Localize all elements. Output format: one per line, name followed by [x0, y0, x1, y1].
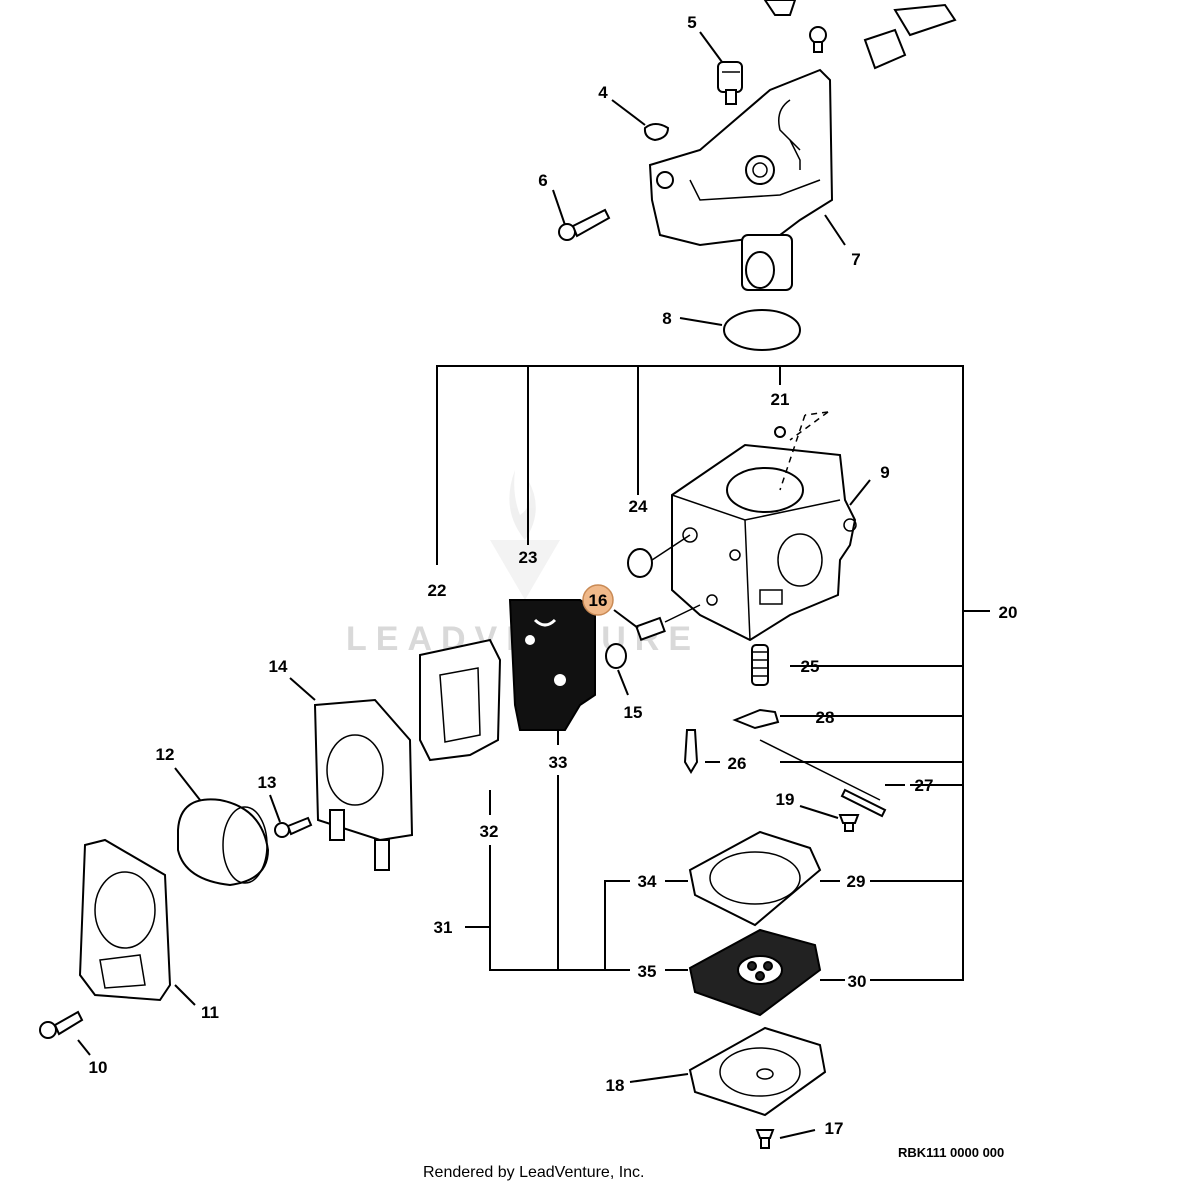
diaphragm-part-30: [688, 928, 822, 1017]
bracket-part-11: [78, 838, 172, 1002]
screw-part-6: [558, 208, 611, 241]
screw-part-19: [838, 814, 860, 832]
screw-part-5: [717, 61, 743, 105]
callout-20[interactable]: 20: [999, 603, 1018, 622]
spring-part-25: [751, 644, 769, 686]
callout-25[interactable]: 25: [801, 657, 820, 676]
callout-12[interactable]: 12: [156, 745, 175, 764]
callout-31[interactable]: 31: [434, 918, 453, 937]
throttle-cover-part-7: [648, 68, 834, 291]
callout-27[interactable]: 27: [915, 776, 934, 795]
kit-bracket-lines: [436, 365, 990, 981]
callout-labels: 4 5 6 7 8 9 10 11 12 13 14 15 16 17 18 1…: [89, 13, 1018, 1138]
ball-part-21: [774, 426, 786, 438]
callout-6[interactable]: 6: [538, 171, 547, 190]
callout-28[interactable]: 28: [816, 708, 835, 727]
cable-adjuster-top-right: [863, 3, 957, 70]
callout-15[interactable]: 15: [624, 703, 643, 722]
callout-34[interactable]: 34: [638, 872, 657, 891]
callout-19[interactable]: 19: [776, 790, 795, 809]
callout-11[interactable]: 11: [201, 1003, 219, 1022]
callout-26[interactable]: 26: [728, 754, 747, 773]
callout-4[interactable]: 4: [598, 83, 608, 102]
pin-part-27: [840, 788, 887, 818]
callout-22[interactable]: 22: [428, 581, 447, 600]
watermark-logo: [490, 470, 560, 600]
footer-rendered-by: Rendered by LeadVenture, Inc.: [423, 1164, 645, 1181]
e-clip-part-4: [643, 123, 670, 142]
lever-part-28: [732, 708, 881, 801]
callout-10[interactable]: 10: [89, 1058, 108, 1077]
callout-21[interactable]: 21: [771, 390, 790, 409]
callout-14[interactable]: 14: [269, 657, 288, 676]
callout-16[interactable]: 16: [589, 591, 608, 610]
callout-9[interactable]: 9: [880, 463, 889, 482]
callout-13[interactable]: 13: [258, 773, 277, 792]
screw-part-10: [39, 1010, 84, 1039]
callout-33[interactable]: 33: [549, 753, 568, 772]
screw-part-13: [274, 816, 313, 838]
callout-18[interactable]: 18: [606, 1076, 625, 1095]
leader-lines: [77, 31, 871, 1139]
screw-part-17: [755, 1129, 775, 1149]
pump-cover-part-18: [688, 1026, 827, 1117]
needle-part-26: [683, 729, 699, 774]
callout-16-highlight: [582, 584, 614, 616]
callout-7[interactable]: 7: [851, 250, 860, 269]
diagram-code: RBK111 0000 000: [898, 1145, 1004, 1160]
primer-bulb-part-12: [177, 798, 270, 887]
carburetor-body-part-9: [671, 411, 857, 642]
gasket-part-29: [688, 830, 822, 927]
gasket-part-23: [508, 599, 596, 731]
screw-top-right: [809, 26, 827, 53]
callout-24[interactable]: 24: [629, 497, 648, 516]
callout-30[interactable]: 30: [848, 972, 867, 991]
screen-part-24: [627, 534, 691, 578]
callout-23[interactable]: 23: [519, 548, 538, 567]
callout-5[interactable]: 5: [687, 13, 696, 32]
gasket-part-22: [419, 638, 502, 762]
lever-top: [763, 0, 797, 16]
callout-29[interactable]: 29: [847, 872, 866, 891]
o-ring-part-8: [723, 309, 801, 351]
cap-part-15: [605, 643, 627, 669]
callout-35[interactable]: 35: [638, 962, 657, 981]
pump-body-part-14: [313, 698, 414, 871]
callout-17[interactable]: 17: [825, 1119, 844, 1138]
callout-32[interactable]: 32: [480, 822, 499, 841]
needle-part-16: [635, 604, 701, 641]
callout-8[interactable]: 8: [662, 309, 671, 328]
